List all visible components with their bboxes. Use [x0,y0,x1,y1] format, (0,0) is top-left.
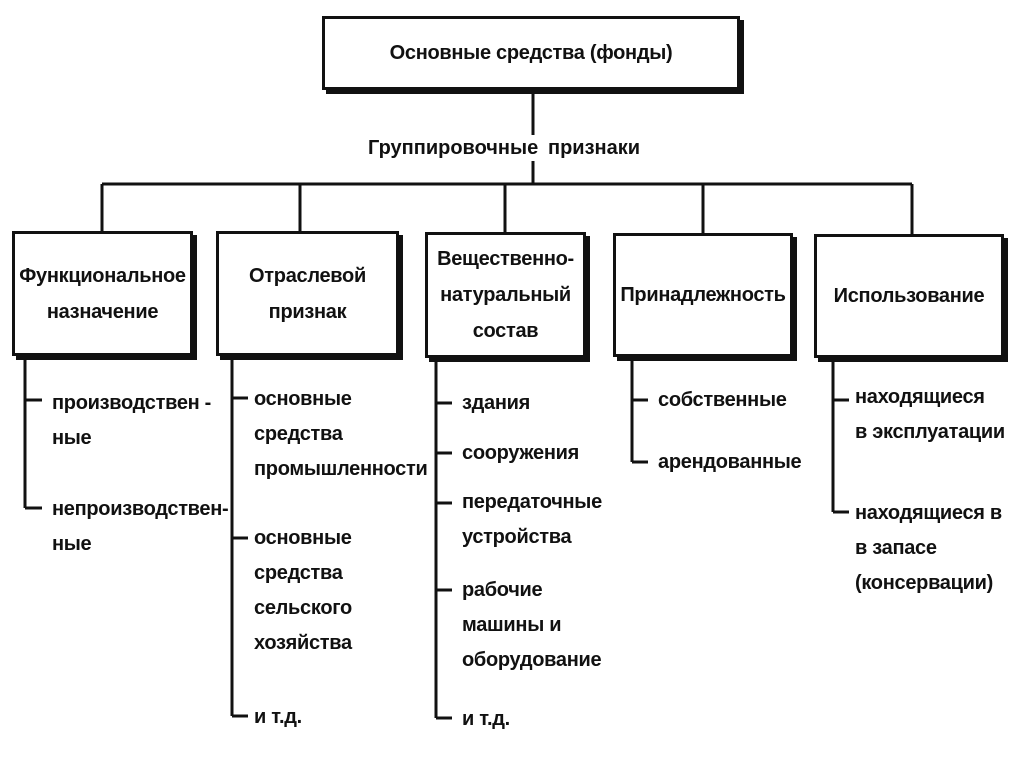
list-item: здания [462,392,531,414]
list-item: непроизводствен- ные [52,498,229,555]
list-item: арендованные [658,451,802,473]
list-item: и т.д. [254,706,302,728]
list-item: собственные [658,389,787,411]
list-item: сооружения [462,442,579,464]
list-item: находящиеся в в запасе (консервации) [855,502,1002,594]
category-box-industry: Отраслевой признак [216,231,399,356]
grouping-left-text: Группировочные [368,137,539,159]
list-item: передаточные устройства [462,491,602,548]
list-item: производствен - ные [52,392,212,449]
grouping-caption-right: признаки [542,135,647,161]
category-label: Функциональное назначение [19,264,186,323]
category-label: Использование [833,285,985,307]
category-label: Принадлежность [620,284,786,306]
list-item: рабочие машины и оборудование [462,579,602,671]
category-box-functional: Функциональное назначение [12,231,193,356]
grouping-right-text: признаки [548,137,641,159]
list-item: основные средства промышленности [254,388,428,480]
category-box-ownership: Принадлежность [613,233,793,357]
root-box: Основные средства (фонды) [322,16,740,90]
category-label: Вещественно- натуральный состав [437,248,574,342]
root-label: Основные средства (фонды) [389,42,673,64]
category-label: Отраслевой признак [249,264,366,323]
list-item: находящиеся в эксплуатации [855,386,1005,443]
category-box-usage: Использование [814,234,1004,358]
list-item: основные средства сельского хозяйства [254,527,352,654]
grouping-caption-left: Группировочные [362,135,545,161]
category-box-material: Вещественно- натуральный состав [425,232,586,358]
list-item: и т.д. [462,708,510,730]
